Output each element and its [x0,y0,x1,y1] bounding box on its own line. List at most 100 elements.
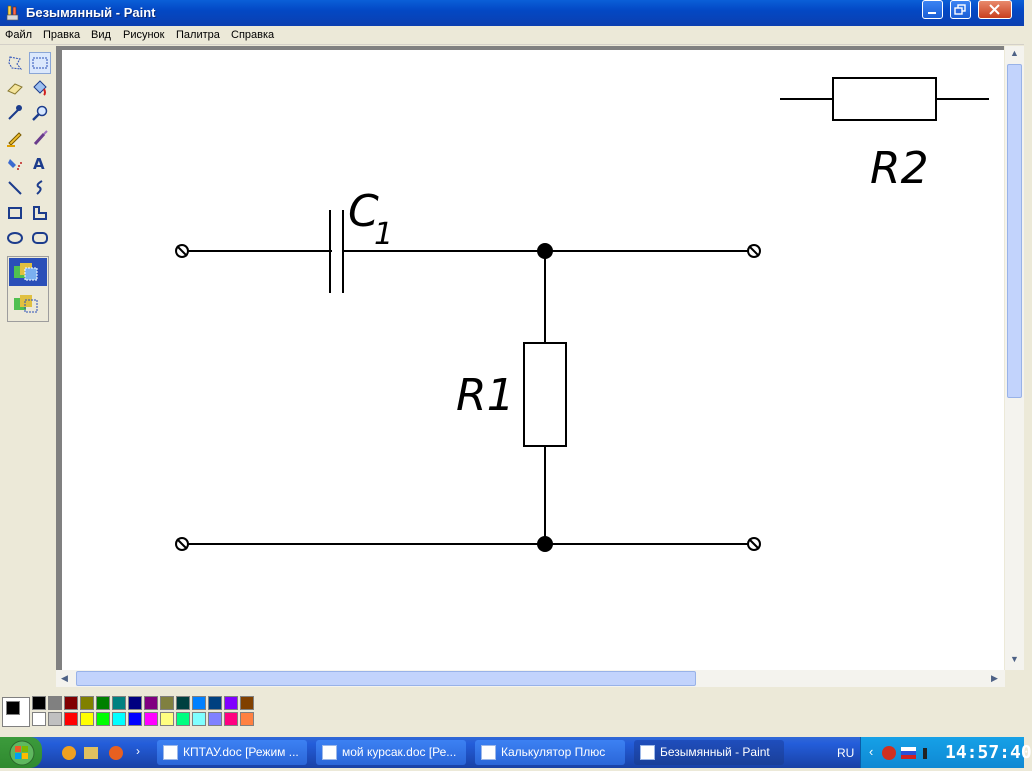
color-palette [0,687,1024,737]
horizontal-scroll-thumb[interactable] [76,671,696,686]
brush-tool[interactable] [29,127,51,149]
tray-app-icon[interactable] [882,746,896,760]
windows-logo-icon [9,740,35,766]
color-swatch[interactable] [112,712,126,726]
polygon-tool[interactable] [29,202,51,224]
color-swatch[interactable] [48,696,62,710]
scroll-right-icon[interactable]: ▶ [991,673,998,683]
color-swatch[interactable] [240,696,254,710]
restore-button[interactable] [950,0,971,19]
quick-launch-folder-icon[interactable] [84,747,98,759]
color-swatch[interactable] [128,696,142,710]
language-indicator[interactable]: RU [837,746,855,760]
color-picker-tool[interactable] [4,102,26,124]
quick-launch-browser-icon[interactable] [109,746,123,760]
menu-file[interactable]: Файл [5,29,33,41]
drawing-canvas[interactable]: C 1 R1 R2 [62,50,1004,670]
quick-launch-expand-icon[interactable]: › [136,744,140,758]
menu-edit[interactable]: Правка [43,29,81,41]
task-paint[interactable]: Безымянный - Paint [634,740,784,765]
vertical-scrollbar[interactable]: ▲ ▼ [1005,46,1024,670]
color-swatch[interactable] [80,696,94,710]
tray-volume-icon[interactable] [923,748,927,759]
tool-options-panel [7,256,49,322]
minimize-icon [928,12,936,14]
rounded-rect-icon [32,232,48,244]
color-swatch[interactable] [64,696,78,710]
scroll-down-icon[interactable]: ▼ [1010,654,1019,664]
label-c1-letter: C [348,186,379,237]
color-swatch[interactable] [96,696,110,710]
minimize-button[interactable] [922,0,943,19]
color-swatch[interactable] [64,712,78,726]
text-tool[interactable]: A [29,152,51,174]
pencil-tool[interactable] [4,127,26,149]
color-swatch[interactable] [208,712,222,726]
rect-select-icon [32,57,48,69]
quick-launch-app-icon[interactable] [62,746,76,760]
color-swatch[interactable] [224,712,238,726]
airbrush-tool[interactable] [4,152,26,174]
eraser-tool[interactable] [4,77,26,99]
color-swatch[interactable] [224,696,238,710]
paint-icon [640,745,655,760]
color-swatch[interactable] [192,712,206,726]
junction-bottom [537,536,553,552]
paint-app-icon [6,5,19,21]
word-doc-icon [163,745,178,760]
task-kptau[interactable]: КПТАУ.doc [Режим ... [157,740,307,765]
menu-view[interactable]: Вид [91,29,111,41]
scroll-left-icon[interactable]: ◀ [61,673,68,683]
menu-help[interactable]: Справка [231,29,275,41]
menu-bar: Файл Правка Вид Рисунок Палитра Справка [0,26,1024,45]
text-icon: A [33,155,45,173]
free-select-tool[interactable] [4,52,26,74]
color-swatch[interactable] [128,712,142,726]
menu-image[interactable]: Рисунок [123,29,165,41]
color-swatch[interactable] [96,712,110,726]
color-swatch[interactable] [144,712,158,726]
color-swatch[interactable] [112,696,126,710]
menu-palette[interactable]: Палитра [176,29,220,41]
color-swatch[interactable] [32,712,46,726]
task-label: Безымянный - Paint [660,745,770,759]
color-swatch[interactable] [192,696,206,710]
color-swatch[interactable] [240,712,254,726]
terminal-top-left [175,244,189,258]
clock: 14:57:40 [945,742,1032,763]
fill-tool[interactable] [29,77,51,99]
color-swatch[interactable] [176,696,190,710]
rect-select-tool[interactable] [29,52,51,74]
color-swatch[interactable] [208,696,222,710]
line-tool[interactable] [4,177,26,199]
scroll-up-icon[interactable]: ▲ [1010,48,1019,58]
foreground-color[interactable] [6,701,20,715]
color-swatch[interactable] [32,696,46,710]
label-r1: R1 [456,370,515,421]
current-colors[interactable] [2,697,30,727]
close-button[interactable] [978,0,1012,19]
transparent-option[interactable] [9,290,47,318]
magnifier-tool[interactable] [29,102,51,124]
color-picker-icon [8,105,22,120]
horizontal-scrollbar[interactable]: ◀ ▶ [56,670,1005,687]
vertical-scroll-thumb[interactable] [1007,64,1022,398]
color-swatch[interactable] [48,712,62,726]
junction-top [537,243,553,259]
color-swatch[interactable] [144,696,158,710]
color-swatch[interactable] [80,712,94,726]
start-button[interactable] [0,737,42,768]
color-swatch[interactable] [160,712,174,726]
rectangle-tool[interactable] [4,202,26,224]
tray-expand-icon[interactable]: ‹ [869,744,874,759]
task-calculator[interactable]: Калькулятор Плюс [475,740,625,765]
rounded-rect-tool[interactable] [29,227,51,249]
ellipse-tool[interactable] [4,227,26,249]
color-swatch[interactable] [160,696,174,710]
color-swatch[interactable] [176,712,190,726]
task-kursak[interactable]: мой курсак.doc [Ре... [316,740,466,765]
flag-ru-icon[interactable] [901,747,916,751]
opaque-option[interactable] [9,258,47,286]
curve-tool[interactable] [29,177,51,199]
task-label: мой курсак.doc [Ре... [342,745,457,759]
